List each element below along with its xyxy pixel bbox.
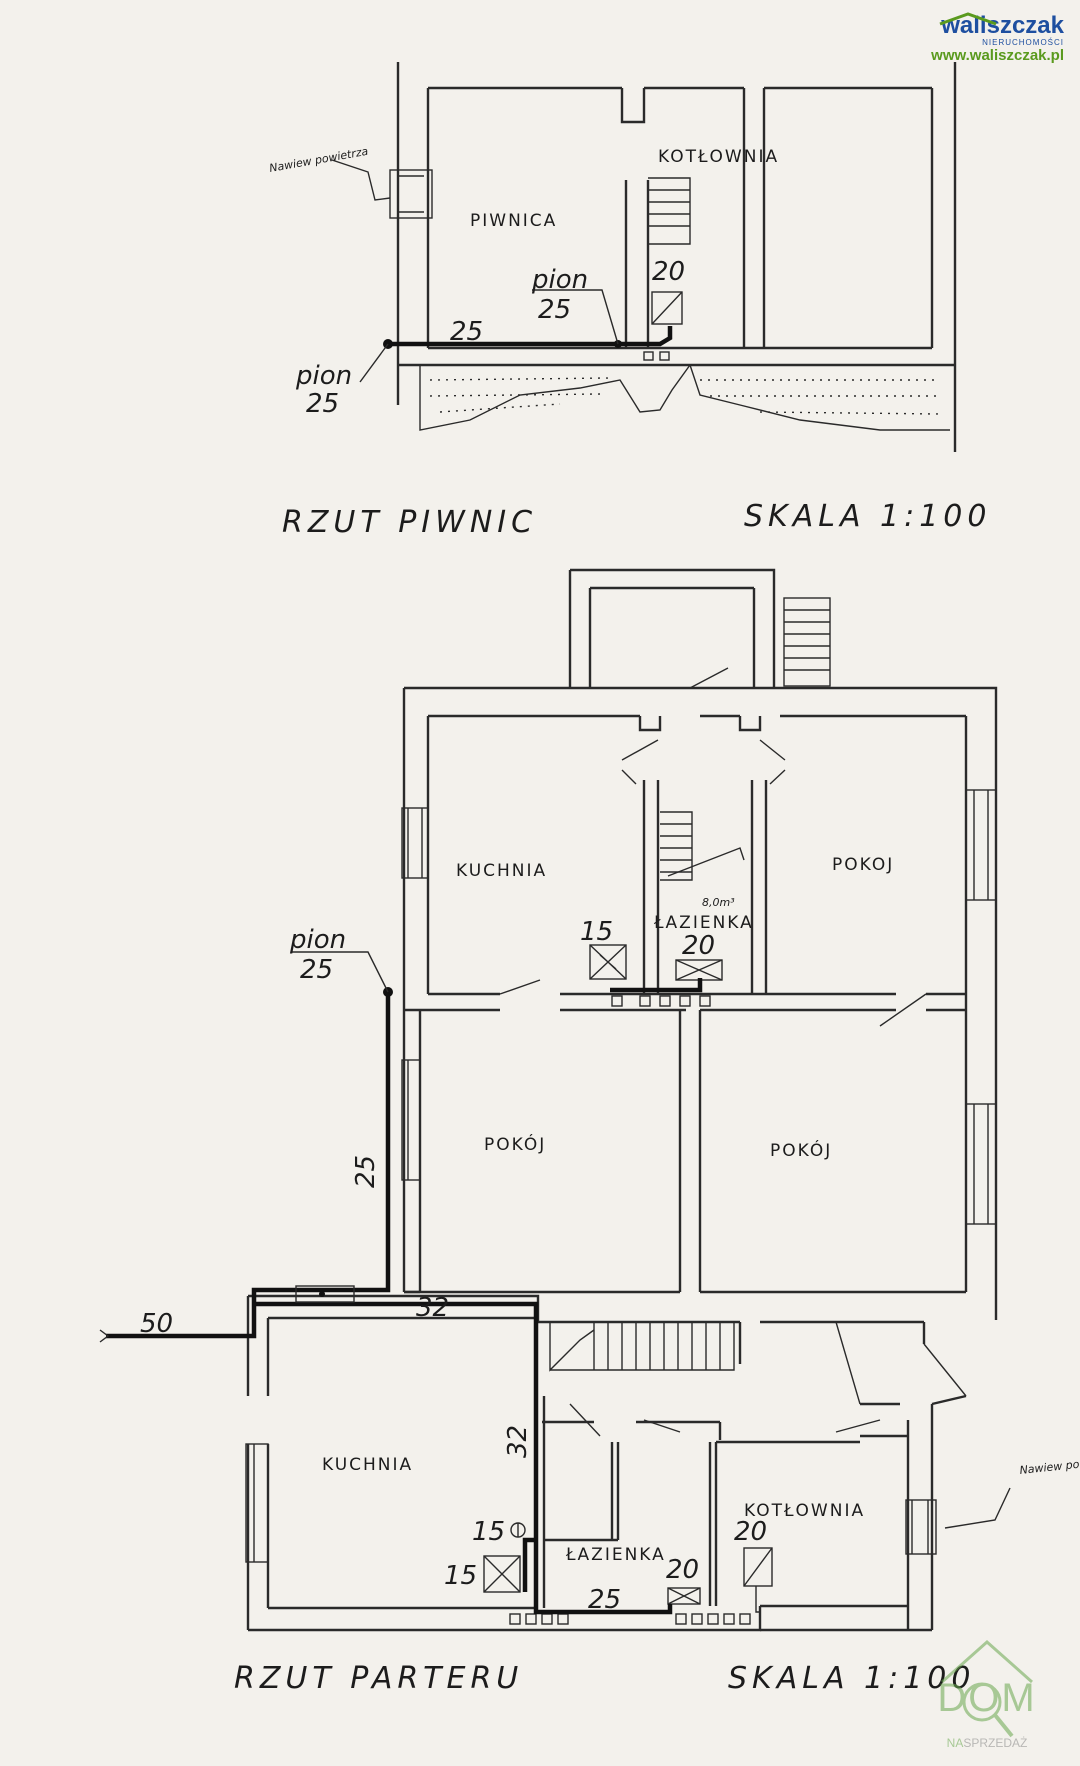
logo-url: www.waliszczak.pl — [931, 47, 1064, 64]
ground-pipe-32-vertical: 32 — [503, 1425, 533, 1458]
ground-gas-pipe-branch — [254, 1301, 673, 1615]
dom-na-sprzedaz-watermark: DOM NASPRZEDAŻ — [912, 1612, 1062, 1762]
ground-pipe-bottom-size: 25 — [588, 1585, 621, 1615]
basement-title: RZUT PIWNIC — [282, 505, 537, 540]
room-label-kotlownia: KOTŁOWNIA — [744, 1501, 865, 1521]
room-label-kuchnia-upper: KUCHNIA — [456, 861, 547, 881]
ground-title: RZUT PARTERU — [234, 1661, 523, 1696]
room-label-kuchnia-lower: KUCHNIA — [322, 1455, 413, 1475]
roof-icon — [939, 12, 997, 26]
room-label-pokoj-upper: POKOJ — [832, 855, 894, 875]
ground-pipe-32-horizontal: 32 — [416, 1293, 449, 1323]
basement-pion-b-num: 25 — [538, 295, 571, 325]
room-label-lazienka-upper: ŁAZIENKA — [653, 913, 754, 933]
soil-hatch — [419, 364, 950, 431]
window-lower-left — [245, 1443, 269, 1563]
ground-scale: SKALA 1:100 — [728, 1661, 975, 1696]
basement-pion-a-num: 25 — [306, 389, 339, 419]
room-label-lazienka-lower: ŁAZIENKA — [565, 1545, 666, 1565]
room-label-piwnica: PIWNICA — [470, 211, 557, 231]
ground-inlet-size: 50 — [140, 1309, 173, 1339]
ground-stairs-upper — [660, 811, 745, 881]
basement-scale: SKALA 1:100 — [744, 499, 991, 534]
vent-label-lower: Nawiew powietrza — [1019, 1454, 1080, 1477]
basement-chimney-label: 20 — [652, 257, 685, 287]
chimney-lazienka-label: 20 — [666, 1555, 699, 1585]
house-magnifier-icon — [941, 1639, 1033, 1738]
entrance-steps — [783, 597, 831, 687]
stove-lower-label: 15 — [444, 1561, 477, 1591]
ground-pion-label: pion — [289, 925, 346, 955]
room-label-pokoj-mid-left: POKÓJ — [484, 1133, 546, 1155]
watermark-word: DOM — [937, 1676, 1037, 1720]
chimney-upper-label: 20 — [682, 931, 715, 961]
room-label-kotlownia: KOTŁOWNIA — [658, 147, 779, 167]
ground-floor-plan: Nawiew powietrza KUCHNIA — [99, 568, 1080, 1696]
chimney-icon — [667, 1587, 701, 1605]
ground-gas-pipe-main — [106, 992, 391, 1339]
stove-icon — [589, 944, 627, 980]
vent-label: Nawiew powietrza — [268, 145, 369, 175]
window-right — [965, 789, 997, 1225]
window-left — [401, 807, 429, 1181]
basement-gas-pipe — [388, 326, 673, 347]
ground-stairs-lower — [549, 1321, 735, 1372]
basement-pion-b: pion — [531, 265, 588, 295]
basement-plan: Nawiew powietrza PIWNICA KOTŁOWNIA 20 25… — [268, 62, 991, 540]
room-label-pokoj-mid-right: POKÓJ — [770, 1139, 832, 1161]
watermark-sub-prefix: NA — [946, 1736, 964, 1750]
chimney-kotlownia-label: 20 — [734, 1517, 767, 1547]
waliszczak-logo[interactable]: waliszczak NIERUCHOMOŚCI www.waliszczak.… — [864, 12, 1064, 64]
room-volume: 8,0m³ — [702, 896, 735, 909]
gas-valve-icon — [295, 1285, 355, 1303]
ground-pion-num: 25 — [300, 955, 333, 985]
chimney-icon — [743, 1547, 773, 1587]
stove-upper-label: 15 — [580, 917, 613, 947]
ground-vertical-pipe-size: 25 — [351, 1155, 381, 1188]
chimney-icon — [651, 291, 683, 325]
stove-icon — [483, 1555, 521, 1593]
gas-meter-lower-label: 15 — [472, 1517, 505, 1547]
watermark-subtitle: NASPRZEDAŻ — [912, 1736, 1062, 1750]
basement-pion-a: pion — [295, 361, 352, 391]
basement-pipe-size: 25 — [450, 317, 483, 347]
logo-subtitle: NIERUCHOMOŚCI — [982, 38, 1064, 47]
basement-stairs — [648, 177, 691, 245]
watermark-sub-rest: SPRZEDAŻ — [963, 1736, 1028, 1750]
vent-icon — [389, 169, 433, 219]
